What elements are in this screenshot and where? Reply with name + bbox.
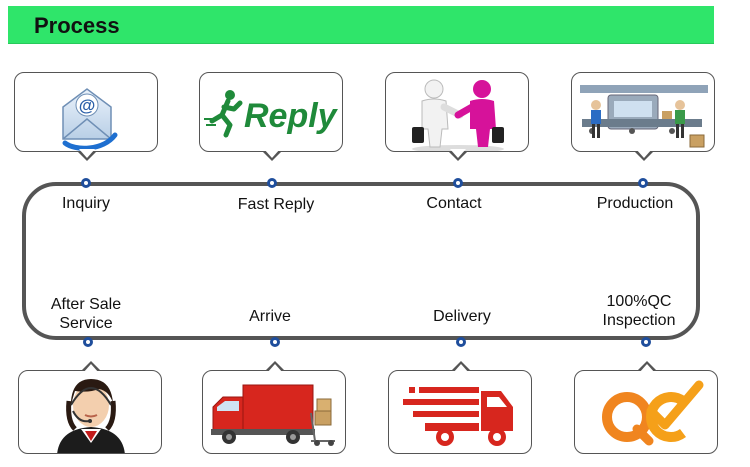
fast-delivery-icon bbox=[403, 387, 513, 446]
step-label-qc-line2: Inspection bbox=[602, 312, 676, 329]
step-dot-arrive bbox=[270, 337, 280, 347]
step-label-qc-line1: 100%QC bbox=[606, 293, 672, 310]
step-label-after-sale-line1: After Sale bbox=[50, 296, 122, 313]
email-icon: @ bbox=[62, 88, 118, 151]
support-agent-icon bbox=[57, 379, 125, 453]
step-dot-inquiry bbox=[81, 178, 91, 188]
step-label-after-sale-line2: Service bbox=[59, 315, 113, 332]
card-qc bbox=[574, 361, 718, 454]
page-title: Process bbox=[34, 13, 120, 38]
handshake-icon bbox=[412, 79, 504, 151]
card-delivery bbox=[388, 361, 532, 454]
step-label-after-sale: After Sale Service bbox=[16, 295, 156, 333]
step-dot-delivery bbox=[456, 337, 466, 347]
card-inquiry: @ bbox=[14, 72, 158, 161]
step-label-qc: 100%QC Inspection bbox=[569, 292, 709, 330]
process-track bbox=[22, 182, 700, 340]
qc-logo-icon bbox=[602, 380, 704, 446]
step-dot-contact bbox=[453, 178, 463, 188]
card-production bbox=[571, 72, 715, 161]
reply-logo-icon: Reply bbox=[204, 90, 339, 138]
card-contact bbox=[385, 72, 529, 161]
step-label-contact: Contact bbox=[426, 195, 482, 212]
step-dot-qc bbox=[641, 337, 651, 347]
email-at-symbol: @ bbox=[79, 96, 96, 115]
step-label-inquiry: Inquiry bbox=[61, 195, 111, 212]
step-dot-after-sale bbox=[83, 337, 93, 347]
step-dot-production bbox=[638, 178, 648, 188]
factory-line-icon bbox=[580, 85, 708, 148]
step-label-fast-reply: Fast Reply bbox=[237, 196, 315, 213]
step-dot-fast-reply bbox=[267, 178, 277, 188]
card-arrive bbox=[202, 361, 346, 454]
truck-icon bbox=[211, 384, 335, 446]
step-label-delivery: Delivery bbox=[433, 308, 491, 325]
process-header: Process bbox=[8, 6, 714, 44]
card-after-sale bbox=[18, 361, 162, 454]
step-label-production: Production bbox=[596, 195, 674, 212]
step-label-arrive: Arrive bbox=[249, 308, 291, 325]
reply-logo-text: Reply bbox=[244, 97, 339, 135]
card-fast-reply: Reply bbox=[199, 72, 343, 161]
